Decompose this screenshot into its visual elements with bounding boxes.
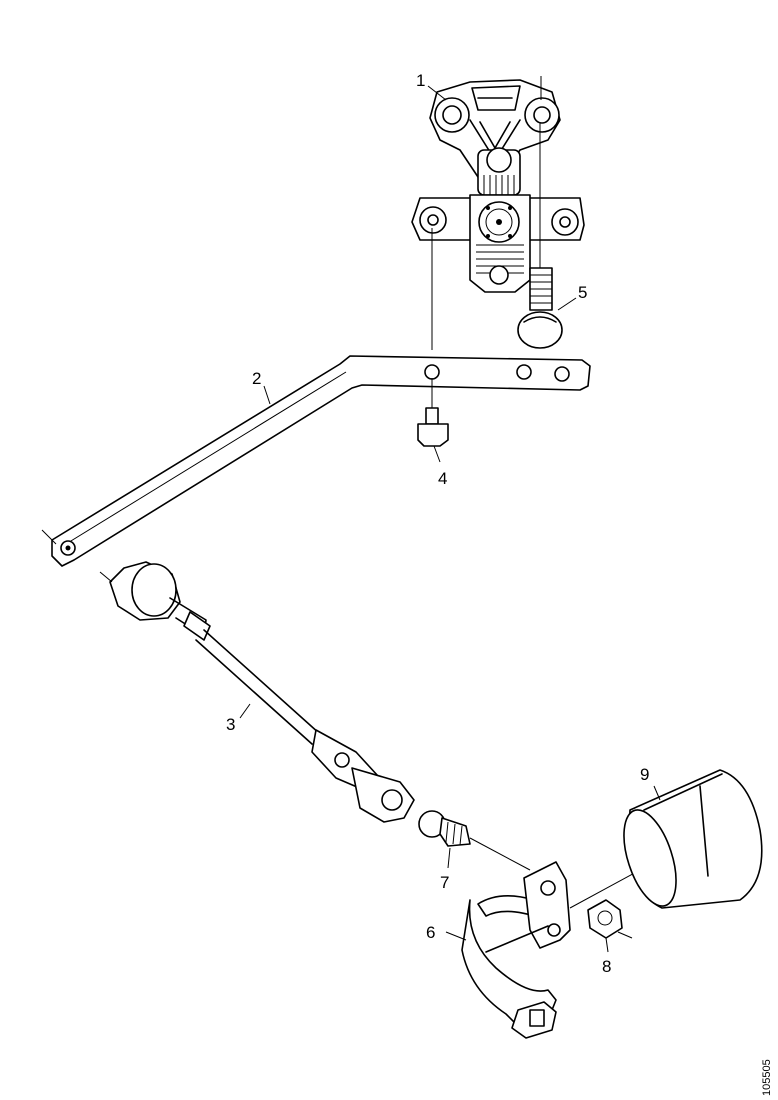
height-valve-icon[interactable] [411, 76, 585, 350]
bolt-icon[interactable] [417, 378, 449, 463]
callout-1: 1 [416, 71, 425, 90]
callout-9: 9 [640, 765, 649, 784]
callout-7: 7 [440, 873, 449, 892]
callout-6: 6 [426, 923, 435, 942]
callout-8: 8 [602, 957, 611, 976]
nut-icon[interactable] [587, 899, 633, 953]
drawing-code: 105505 [761, 1059, 773, 1096]
callout-2: 2 [252, 369, 261, 388]
axle-tube-icon[interactable] [614, 769, 763, 912]
axle-clamp-icon[interactable] [445, 861, 641, 1039]
ball-stud-icon[interactable] [418, 810, 531, 871]
ball-joint-icon[interactable] [517, 267, 577, 349]
callout-5: 5 [578, 283, 587, 302]
lever-arm-icon[interactable] [41, 355, 591, 567]
callout-labels: 1 2 3 4 5 6 7 8 9 [226, 71, 649, 976]
connecting-rod-icon[interactable] [99, 561, 415, 823]
callout-4: 4 [438, 469, 447, 488]
callout-3: 3 [226, 715, 235, 734]
